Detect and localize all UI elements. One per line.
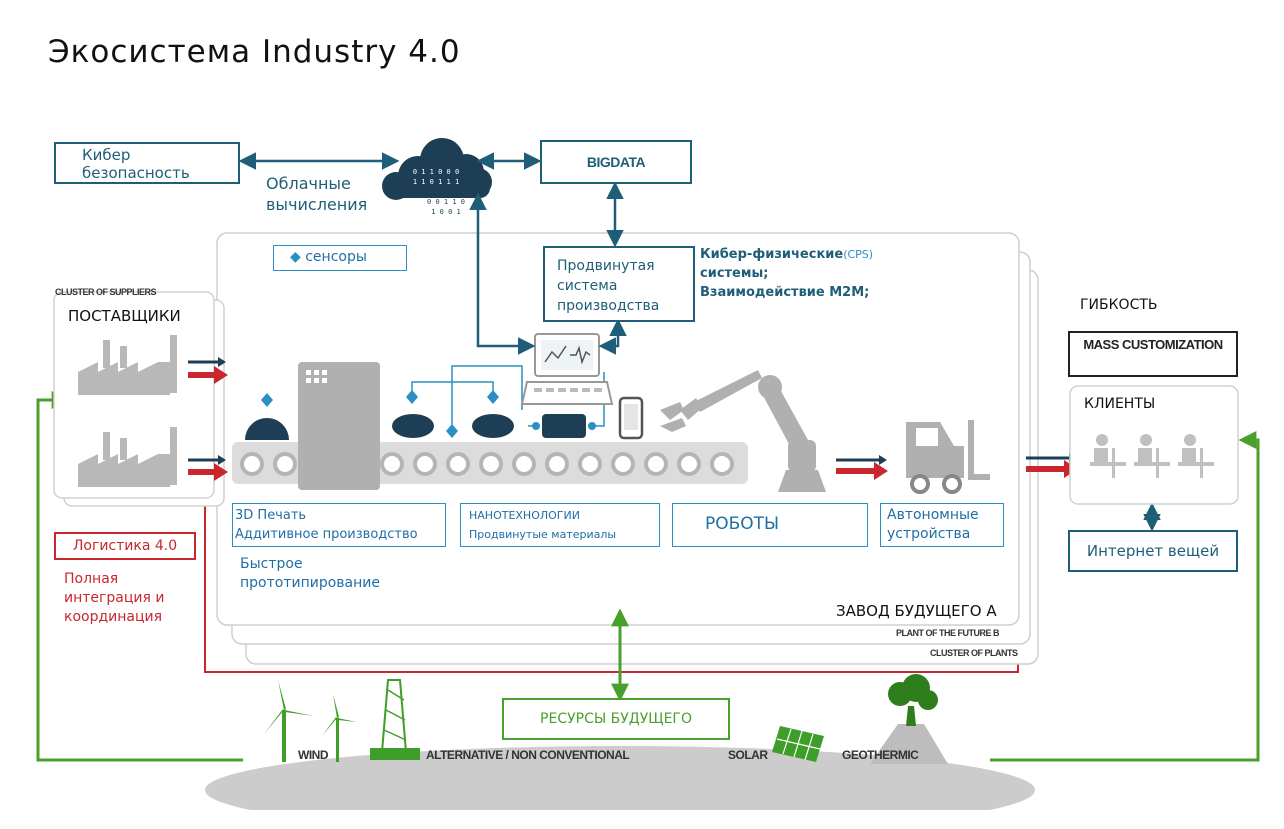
nanotech-label: НАНОТЕХНОЛОГИИ: [469, 509, 580, 522]
cps-line1: Кибер-физические: [700, 247, 844, 262]
mass-customization-label: MASS CUSTOMIZATION: [1083, 337, 1223, 352]
mass-customization-box: MASS CUSTOMIZATION: [1068, 331, 1238, 377]
wind-turbine-icon: [264, 680, 357, 762]
flexibility-label: ГИБКОСТЬ: [1080, 297, 1158, 313]
robot-arm-icon: [660, 370, 826, 492]
cluster-of-plants-label: CLUSTER OF PLANTS: [930, 648, 1018, 658]
sensors-box: ◆ сенсоры: [273, 245, 407, 271]
logistics-box: Логистика 4.0: [54, 532, 196, 560]
advanced-manufacturing-box: Продвинутая система производства: [543, 246, 695, 322]
autonomous-box: Автономные устройства: [880, 503, 1004, 547]
cps-abbr: (CPS): [843, 248, 874, 261]
ground-shape: [205, 746, 1035, 829]
rapid-prototyping-label: Быстрое прототипирование: [240, 556, 380, 591]
nano-product-icon: [392, 414, 434, 438]
factory-a-label: ЗАВОД БУДУЩЕГО A: [836, 602, 997, 620]
wind-label: WIND: [298, 748, 329, 762]
printing-3d-box: 3D Печать Аддитивное производство: [232, 503, 446, 547]
clients-label: КЛИЕНТЫ: [1084, 396, 1156, 412]
big-data-label: BIGDATA: [586, 154, 646, 170]
advanced-manufacturing-label: Продвинутая система производства: [557, 258, 660, 314]
iot-label: Интернет вещей: [1086, 542, 1220, 560]
printing-3d-label: 3D Печать: [235, 508, 307, 523]
cloud-bits-row: 1 0 0 1: [431, 208, 461, 216]
geothermic-label: GEOTHERMIC: [842, 748, 919, 762]
sensor-diamond-icon: [261, 393, 273, 407]
dome-product-icon: [245, 418, 289, 440]
suppliers-label: ПОСТАВЩИКИ: [68, 307, 181, 325]
solar-label: SOLAR: [728, 748, 768, 762]
cluster-of-suppliers-label: CLUSTER OF SUPPLIERS: [55, 287, 157, 297]
cps-line2: системы;: [700, 266, 769, 281]
iot-box: Интернет вещей: [1068, 530, 1238, 572]
solar-panel-icon: [772, 726, 824, 762]
cloud-computing-label: Облачные вычисления: [266, 174, 368, 214]
cloud-bits-row: 0 0 1 1 0: [427, 198, 465, 206]
integration-label: Полная интеграция и координация: [64, 571, 165, 625]
printer-machine-icon: [298, 362, 380, 490]
cloud-bits: 0 1 1 0 0 0 1 1 0 1 1 1: [398, 167, 474, 187]
supply-arrows: [188, 357, 228, 481]
forklift-icon: [906, 420, 990, 480]
resources-label: РЕСУРСЫ БУДУЩЕГО: [540, 711, 692, 727]
alternative-tower-icon: [370, 679, 420, 760]
cloud-computer-connector: [469, 192, 536, 355]
manufacturing-computer-connector: [598, 318, 627, 355]
big-data-box: BIGDATA: [540, 140, 692, 184]
device-product-icon: [542, 414, 586, 438]
factory-b-label: PLANT OF THE FUTURE B: [896, 628, 1000, 638]
advanced-materials-label: Продвинутые материалы: [469, 528, 617, 541]
factory-icon: [78, 335, 177, 395]
resource-loop-line: [36, 391, 243, 762]
sensors-label: сенсоры: [305, 249, 367, 265]
robots-box: РОБОТЫ: [672, 503, 868, 547]
robots-label: РОБОТЫ: [705, 514, 780, 534]
cloud-bits-row: 1 1 0 1 1 1: [412, 178, 460, 186]
resource-loop-line-right: [990, 431, 1260, 762]
factory-icon: [78, 427, 177, 487]
geothermic-icon: [870, 674, 948, 764]
cyber-security-label: Кибер безопасность: [82, 146, 190, 182]
resources-box: РЕСУРСЫ БУДУЩЕГО: [502, 698, 730, 740]
sensor-diamond-icon: ◆: [290, 249, 301, 265]
nanotech-box: НАНОТЕХНОЛОГИИ Продвинутые материалы: [460, 503, 660, 547]
cloud-bits-row: 0 1 1 0 0 0: [412, 168, 460, 176]
cyber-security-box: Кибер безопасность: [54, 142, 240, 184]
autonomous-label: Автономные устройства: [887, 507, 979, 542]
cps-line3: Взаимодействие M2M;: [700, 285, 870, 300]
nano-product-icon: [472, 414, 514, 438]
cloud-bits-lower: 0 0 1 1 0 1 0 0 1: [418, 197, 474, 217]
additive-label: Аддитивное производство: [235, 527, 418, 542]
computer-icon: [520, 333, 614, 405]
page-title: Экосистема Industry 4.0: [48, 34, 461, 70]
cloud-icon: [382, 138, 492, 200]
cps-text: Кибер-физические(CPS) системы; Взаимодей…: [700, 245, 940, 302]
clients-people-icon: [1090, 434, 1214, 478]
alternative-label: ALTERNATIVE / NON CONVENTIONAL: [426, 748, 630, 762]
logistics-label: Логистика 4.0: [72, 538, 178, 554]
